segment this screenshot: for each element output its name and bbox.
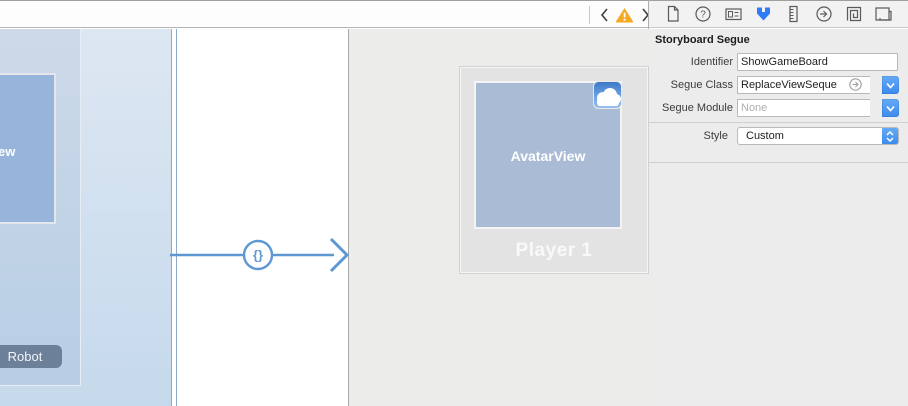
jump-bar-navigation [589, 1, 653, 29]
file-inspector-icon [667, 5, 679, 22]
warning-triangle-icon [615, 8, 634, 23]
style-label: Style [703, 130, 728, 142]
tab-identity-inspector[interactable] [722, 3, 744, 25]
warning-issues-button[interactable] [614, 6, 635, 24]
segue-arrow[interactable]: {} [168, 232, 352, 278]
connections-inspector-icon [816, 6, 832, 22]
size-inspector-icon [789, 5, 798, 23]
source-scene-border [171, 29, 177, 406]
destination-scene[interactable]: AvatarView Player 1 [460, 67, 648, 273]
toolbar-divider [589, 6, 590, 24]
tab-view-effects-inspector[interactable] [873, 3, 895, 25]
custom-segue-badge: {} [253, 248, 263, 263]
tab-file-inspector[interactable] [662, 3, 684, 25]
attributes-inspector-icon [756, 7, 770, 21]
tab-bindings-inspector[interactable] [843, 3, 865, 25]
quick-help-icon: ? [695, 6, 711, 22]
chevron-down-icon [886, 136, 894, 142]
cloud-image-icon [593, 81, 622, 109]
segue-module-dropdown-button[interactable] [882, 99, 899, 117]
tab-attributes-inspector[interactable] [752, 3, 774, 25]
circled-right-arrow-icon[interactable] [849, 78, 862, 91]
destination-avatar-label: AvatarView [510, 148, 586, 164]
style-row: Style Custom [649, 127, 908, 145]
segue-class-label: Segue Class [670, 79, 733, 91]
robot-button[interactable]: Robot [0, 345, 62, 368]
identifier-input[interactable] [737, 53, 898, 71]
chevron-up-icon [886, 130, 894, 136]
segue-class-input[interactable] [737, 76, 870, 94]
identifier-label: Identifier [690, 56, 733, 68]
destination-avatar-view[interactable]: AvatarView [474, 81, 622, 229]
inspector-separator [649, 162, 908, 163]
source-scene-subview[interactable]: ew Robot [0, 29, 81, 386]
segue-class-row: Segue Class [649, 76, 908, 94]
source-avatar-label: ew [0, 144, 16, 159]
segue-module-input[interactable] [737, 99, 870, 117]
style-popup-stepper [882, 128, 898, 144]
forward-button[interactable] [637, 6, 653, 24]
chevron-down-icon [886, 82, 895, 89]
segue-module-row: Segue Module [649, 99, 908, 117]
chevron-left-icon [600, 8, 608, 22]
style-popup-button[interactable]: Custom [737, 127, 899, 145]
attributes-inspector-panel: Storyboard Segue Identifier Segue Class … [649, 29, 908, 406]
view-effects-inspector-icon [875, 7, 893, 21]
back-button[interactable] [596, 6, 612, 24]
tab-size-inspector[interactable] [783, 3, 805, 25]
panel-title: Storyboard Segue [655, 34, 750, 46]
tab-quick-help-inspector[interactable]: ? [692, 3, 714, 25]
identifier-row: Identifier [649, 53, 908, 71]
segue-class-dropdown-button[interactable] [882, 76, 899, 94]
bindings-inspector-icon [846, 6, 861, 22]
chevron-down-icon [886, 105, 895, 112]
svg-text:?: ? [700, 10, 706, 21]
style-popup-value: Custom [746, 130, 784, 142]
robot-button-label: Robot [7, 349, 43, 364]
inspector-separator [649, 122, 908, 123]
segue-module-label: Segue Module [662, 102, 733, 114]
identity-inspector-icon [725, 8, 742, 21]
inspector-tab-bar: ? [649, 0, 908, 28]
scene-title: Player 1 [515, 240, 593, 261]
tab-connections-inspector[interactable] [813, 3, 835, 25]
source-avatar-view[interactable]: ew [0, 73, 56, 224]
source-scene[interactable]: ew Robot [0, 29, 171, 406]
chevron-right-icon [641, 8, 649, 22]
